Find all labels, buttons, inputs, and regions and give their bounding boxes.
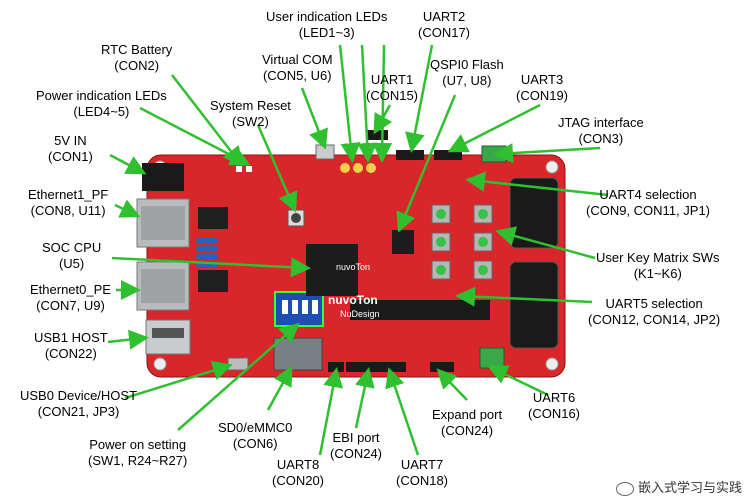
label-jtag: JTAG interface(CON3) [558,115,644,146]
label-ethernet1: Ethernet1_PF(CON8, U11) [28,187,109,218]
label-usb1-host: USB1 HOST(CON22) [34,330,108,361]
label-uart4-selection: UART4 selection(CON9, CON11, JP1) [586,187,711,218]
label-5v-in: 5V IN(CON1) [48,133,93,164]
label-expand-port: Expand port(CON24) [432,407,503,438]
label-uart6: UART6(CON16) [528,390,581,421]
qspi-flash [392,230,414,254]
usb0-connector [227,357,249,371]
label-system-reset: System Reset(SW2) [210,98,291,129]
key-matrix [431,204,493,280]
chip-logo: nuvoTon [336,262,371,272]
ebi-header [346,362,406,372]
label-soc-cpu: SOC CPU(U5) [42,240,102,271]
label-uart2: UART2(CON17) [418,9,471,40]
label-qspi-flash: QSPI0 Flash(U7, U8) [430,57,504,88]
watermark: 嵌入式学习与实践 [615,477,742,496]
uart6-header [430,362,454,372]
label-uart1: UART1(CON15) [366,72,419,103]
label-uart5-selection: UART5 selection(CON12, CON14, JP2) [588,296,721,327]
label-ebi-port: EBI port(CON24) [330,430,383,461]
label-rtc-battery: RTC Battery(CON2) [101,42,173,73]
uart3-header [434,150,462,160]
board-sub-logo: NuDesign [340,309,380,319]
label-uart7: UART7(CON18) [396,457,449,488]
vcom-connector [315,144,335,160]
leader-arrows [107,44,609,456]
mount-hole-br [545,357,559,371]
sd-slot [273,337,323,371]
chat-bubble-icon [615,481,634,496]
uart5-db9 [509,261,559,349]
uart4-db9 [509,177,559,249]
label-power-leds: Power indication LEDs(LED4~5) [36,88,167,119]
dc-jack [142,163,184,191]
label-uart3: UART3(CON19) [516,72,569,103]
uart8-header [328,362,344,372]
label-uart8: UART8(CON20) [272,457,325,488]
soc-chip [306,244,358,296]
uart6-terminal [479,347,505,369]
label-ethernet0: Ethernet0_PE(CON7, U9) [30,282,111,313]
uart1-header [366,130,388,140]
uart7-header [380,362,400,372]
label-power-on-setting: Power on setting(SW1, R24~R27) [88,437,188,468]
expand-header [350,300,490,320]
label-sd0-emmc0: SD0/eMMC0(CON6) [218,420,293,451]
label-user-leds: User indication LEDs(LED1~3) [266,9,388,40]
label-usb0: USB0 Device/HOST(CON21, JP3) [20,388,138,419]
mount-hole-bl [153,357,167,371]
board-logo: nuvoTon [328,293,378,307]
label-virtual-com: Virtual COM(CON5, U6) [262,52,333,83]
uart2-header [396,150,424,160]
mount-hole-tr [545,160,559,174]
label-user-keys: User Key Matrix SWs(K1~K6) [596,250,720,281]
